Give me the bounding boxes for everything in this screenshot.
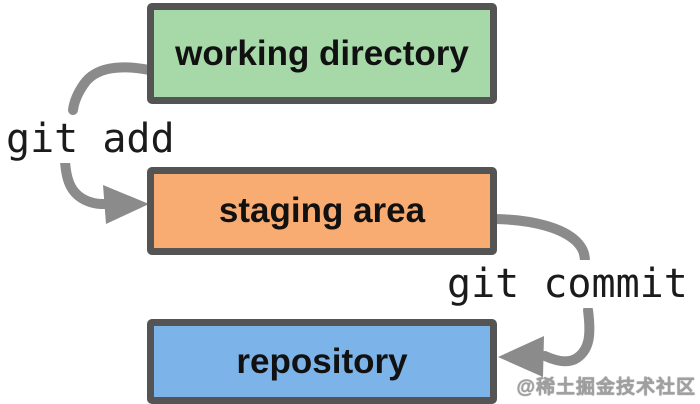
git-add-arrow-shaft	[60, 155, 111, 209]
git-commit-arrow-tail	[491, 214, 590, 267]
node-repository-label: repository	[236, 341, 408, 381]
node-staging-area: staging area	[147, 167, 497, 255]
git-commit-arrowhead-icon	[498, 336, 544, 377]
git-add-arrowhead-icon	[103, 185, 149, 224]
node-working-directory: working directory	[147, 3, 497, 104]
git-add-arrow-tail	[68, 62, 154, 115]
watermark-text: @稀土掘金技术社区	[516, 377, 696, 398]
git-commit-arrow-shaft	[540, 305, 595, 367]
node-working-directory-label: working directory	[175, 33, 469, 73]
edge-label-git-commit: git commit	[443, 260, 692, 308]
node-staging-area-label: staging area	[218, 191, 426, 230]
node-repository: repository	[147, 319, 497, 404]
edge-label-git-add: git add	[2, 115, 179, 163]
